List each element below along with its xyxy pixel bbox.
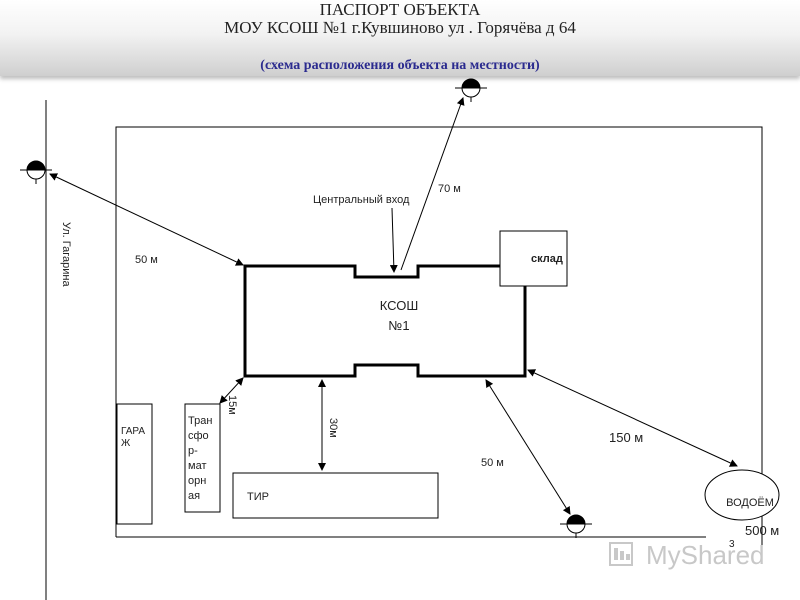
hydrant-icon-top [455, 78, 487, 102]
central-entrance-label: Центральный вход [313, 194, 410, 206]
transformer-label: Тран сфо р- мат орн ая [188, 415, 213, 502]
school-label-line2: №1 [388, 318, 409, 333]
distance-arrow-pond [527, 369, 738, 467]
shooting-range-label: ТИР [247, 491, 269, 503]
entrance-arrow [389, 207, 398, 273]
distance-left-top-label: 50 м [135, 254, 158, 266]
hydrant-icon-left [20, 160, 52, 184]
pond-label: ВОДОЁМ [726, 497, 774, 509]
warehouse-label: склад [531, 253, 563, 265]
garage-label: ГАРА Ж [121, 426, 146, 449]
distance-arrow-bottom-right [485, 379, 571, 515]
watermark-icon [609, 542, 633, 566]
school-label-line1: КСОШ [380, 298, 419, 313]
garage-building [116, 403, 153, 525]
header-title: ПАСПОРТ ОБЪЕКТА [319, 0, 481, 19]
shooting-range-building [232, 472, 439, 519]
distance-arrow-top [400, 97, 465, 271]
distance-pond-far-label: 500 м [745, 523, 779, 538]
header-caption: (схема расположения объекта на местности… [260, 58, 540, 73]
street-label: Ул. Гагарина [60, 222, 72, 287]
distance-shooting-range-label: 30м [327, 418, 339, 438]
distance-top-label: 70 м [438, 183, 461, 195]
distance-arrow-left-top [49, 173, 244, 266]
hydrant-icon-bottom [560, 514, 592, 538]
page-number: 3 [729, 539, 735, 550]
watermark-text: MyShared [646, 540, 765, 570]
watermark: MyShared [608, 538, 768, 578]
header: ПАСПОРТ ОБЪЕКТА МОУ КСОШ №1 г.Кувшиново … [0, 0, 800, 76]
distance-bottom-right-label: 50 м [481, 457, 504, 469]
warehouse-building [499, 230, 568, 287]
school-building [243, 264, 527, 378]
distance-pond-label: 150 м [609, 430, 643, 445]
distance-transformer-label: 15м [226, 395, 238, 415]
distance-arrow-transformer [219, 377, 244, 404]
site-boundary [115, 126, 763, 555]
header-subtitle: МОУ КСОШ №1 г.Кувшиново ул . Горячёва д … [224, 18, 576, 37]
transformer-building [184, 403, 221, 513]
pond [704, 469, 780, 521]
